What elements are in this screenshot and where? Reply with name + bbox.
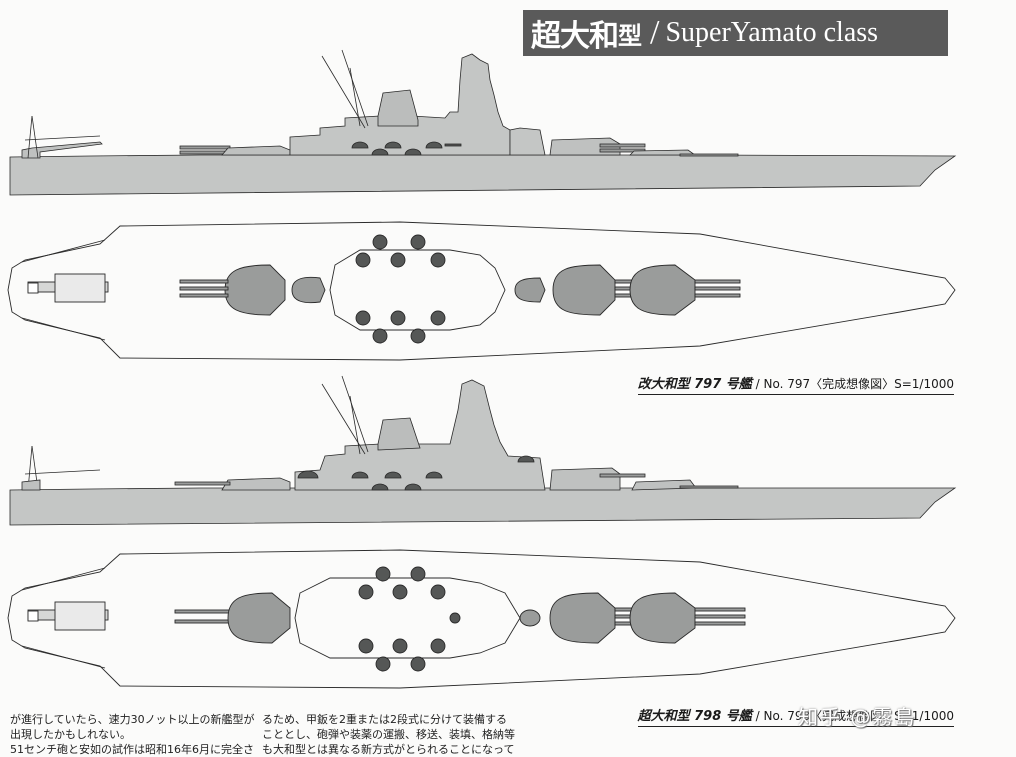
body-text-column-1: が進行していたら、速力30ノット以上の新艦型が 出現したかもしれない。 51セン… [10, 712, 255, 757]
ship-798-side-profile [9, 375, 957, 526]
title-separator: / [650, 14, 660, 51]
watermark: 知乎 @霧島 [798, 705, 917, 729]
body-line: 出現したかもしれない。 [10, 728, 131, 741]
caption-798-name: 超大和型 798 号艦 [637, 709, 752, 724]
body-line: るため、甲鈑を2重または2段式に分けて装備する [262, 713, 507, 726]
title-jp-suffix: 型 [618, 20, 642, 50]
hull [9, 487, 957, 526]
hull [9, 154, 957, 196]
ship-797-plan-view [7, 221, 956, 361]
turret-2 [549, 592, 616, 644]
body-line: が進行していたら、速力30ノット以上の新艦型が [10, 713, 255, 726]
caption-797-name: 改大和型 797 号艦 [637, 377, 752, 392]
title-jp: 超大和 [531, 19, 619, 54]
caption-797-detail: / No. 797〈完成想像図〉S=1/1000 [755, 377, 954, 391]
turret-3 [227, 592, 291, 644]
caption-798-detail: / No. 798〈完成想像図〉S=1/1000 [755, 709, 954, 723]
caption-ship-797: 改大和型 797 号艦 / No. 797〈完成想像図〉S=1/1000 [637, 373, 954, 395]
turret-3 [224, 264, 286, 316]
title-en: SuperYamato class [665, 17, 879, 48]
ship-797-side-profile [9, 49, 957, 196]
header-banner: 超大和型 /SuperYamato class [523, 10, 948, 56]
body-line: こととし、砲弾や装薬の運搬、移送、装填、格納等 [262, 728, 515, 741]
body-text-column-2: るため、甲鈑を2重または2段式に分けて装備する こととし、砲弾や装薬の運搬、移送… [262, 712, 515, 757]
turret-2 [552, 264, 616, 316]
ship-798-plan-view [7, 549, 956, 689]
body-line: 51センチ砲と安如の試作は昭和16年6月に完全さ [10, 743, 254, 756]
body-line: も大和型とは異なる新方式がとられることになって [262, 743, 515, 756]
turret-1 [629, 592, 696, 644]
caption-ship-798: 超大和型 798 号艦 / No. 798〈完成想像図〉S=1/1000 [637, 705, 954, 727]
turret-1 [629, 264, 696, 316]
